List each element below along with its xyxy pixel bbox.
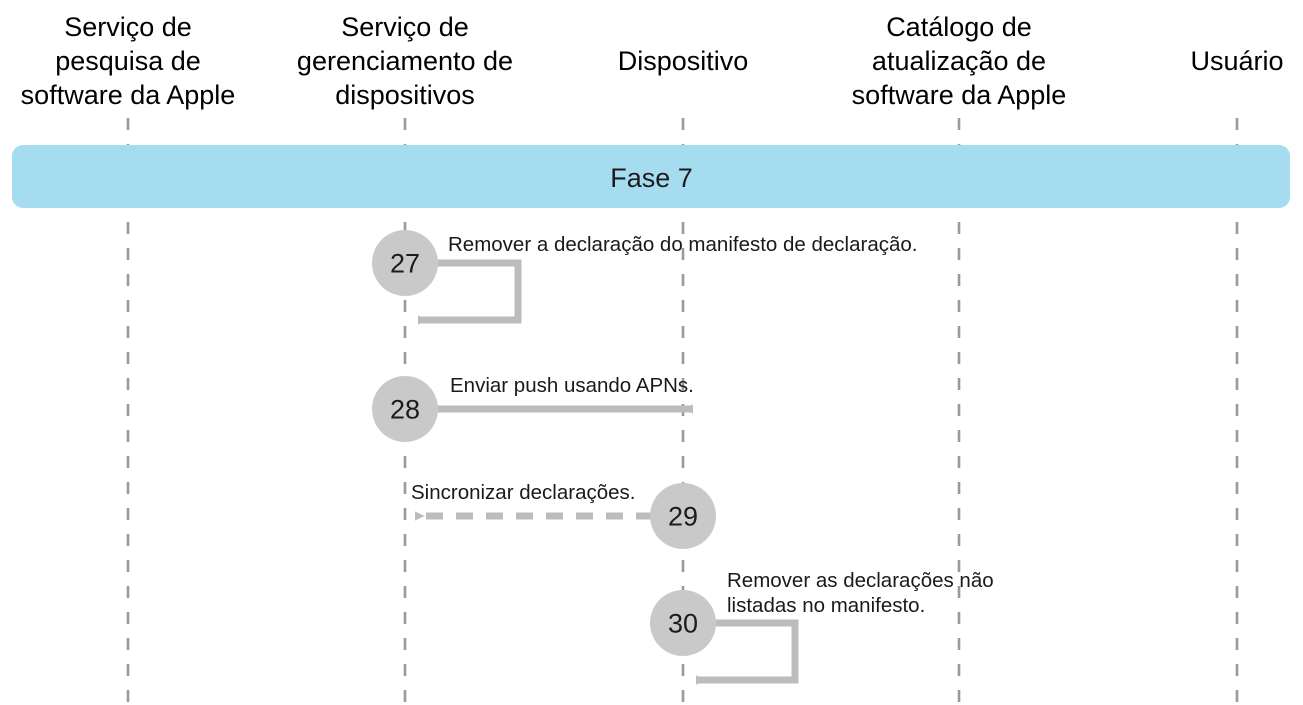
step-label-29: Sincronizar declarações. — [411, 481, 636, 504]
step-number-28: 28 — [389, 394, 421, 425]
step-label-28: Enviar push usando APNs. — [450, 374, 694, 397]
step-27-connector — [405, 259, 522, 325]
phase-label: Fase 7 — [610, 163, 693, 193]
step-28-circle — [372, 376, 438, 442]
step-29-circle — [650, 483, 716, 549]
step-label-30: Remover as declarações não listadas no m… — [727, 569, 994, 617]
step-number-27: 27 — [389, 248, 421, 279]
step-number-30: 30 — [667, 608, 699, 639]
phase-bar — [12, 145, 1290, 208]
step-27-circle — [372, 230, 438, 296]
step-number-29: 29 — [667, 501, 699, 532]
step-30-connector — [683, 619, 799, 685]
step-label-27: Remover a declaração do manifesto de dec… — [448, 233, 918, 256]
step-30-circle — [650, 590, 716, 656]
